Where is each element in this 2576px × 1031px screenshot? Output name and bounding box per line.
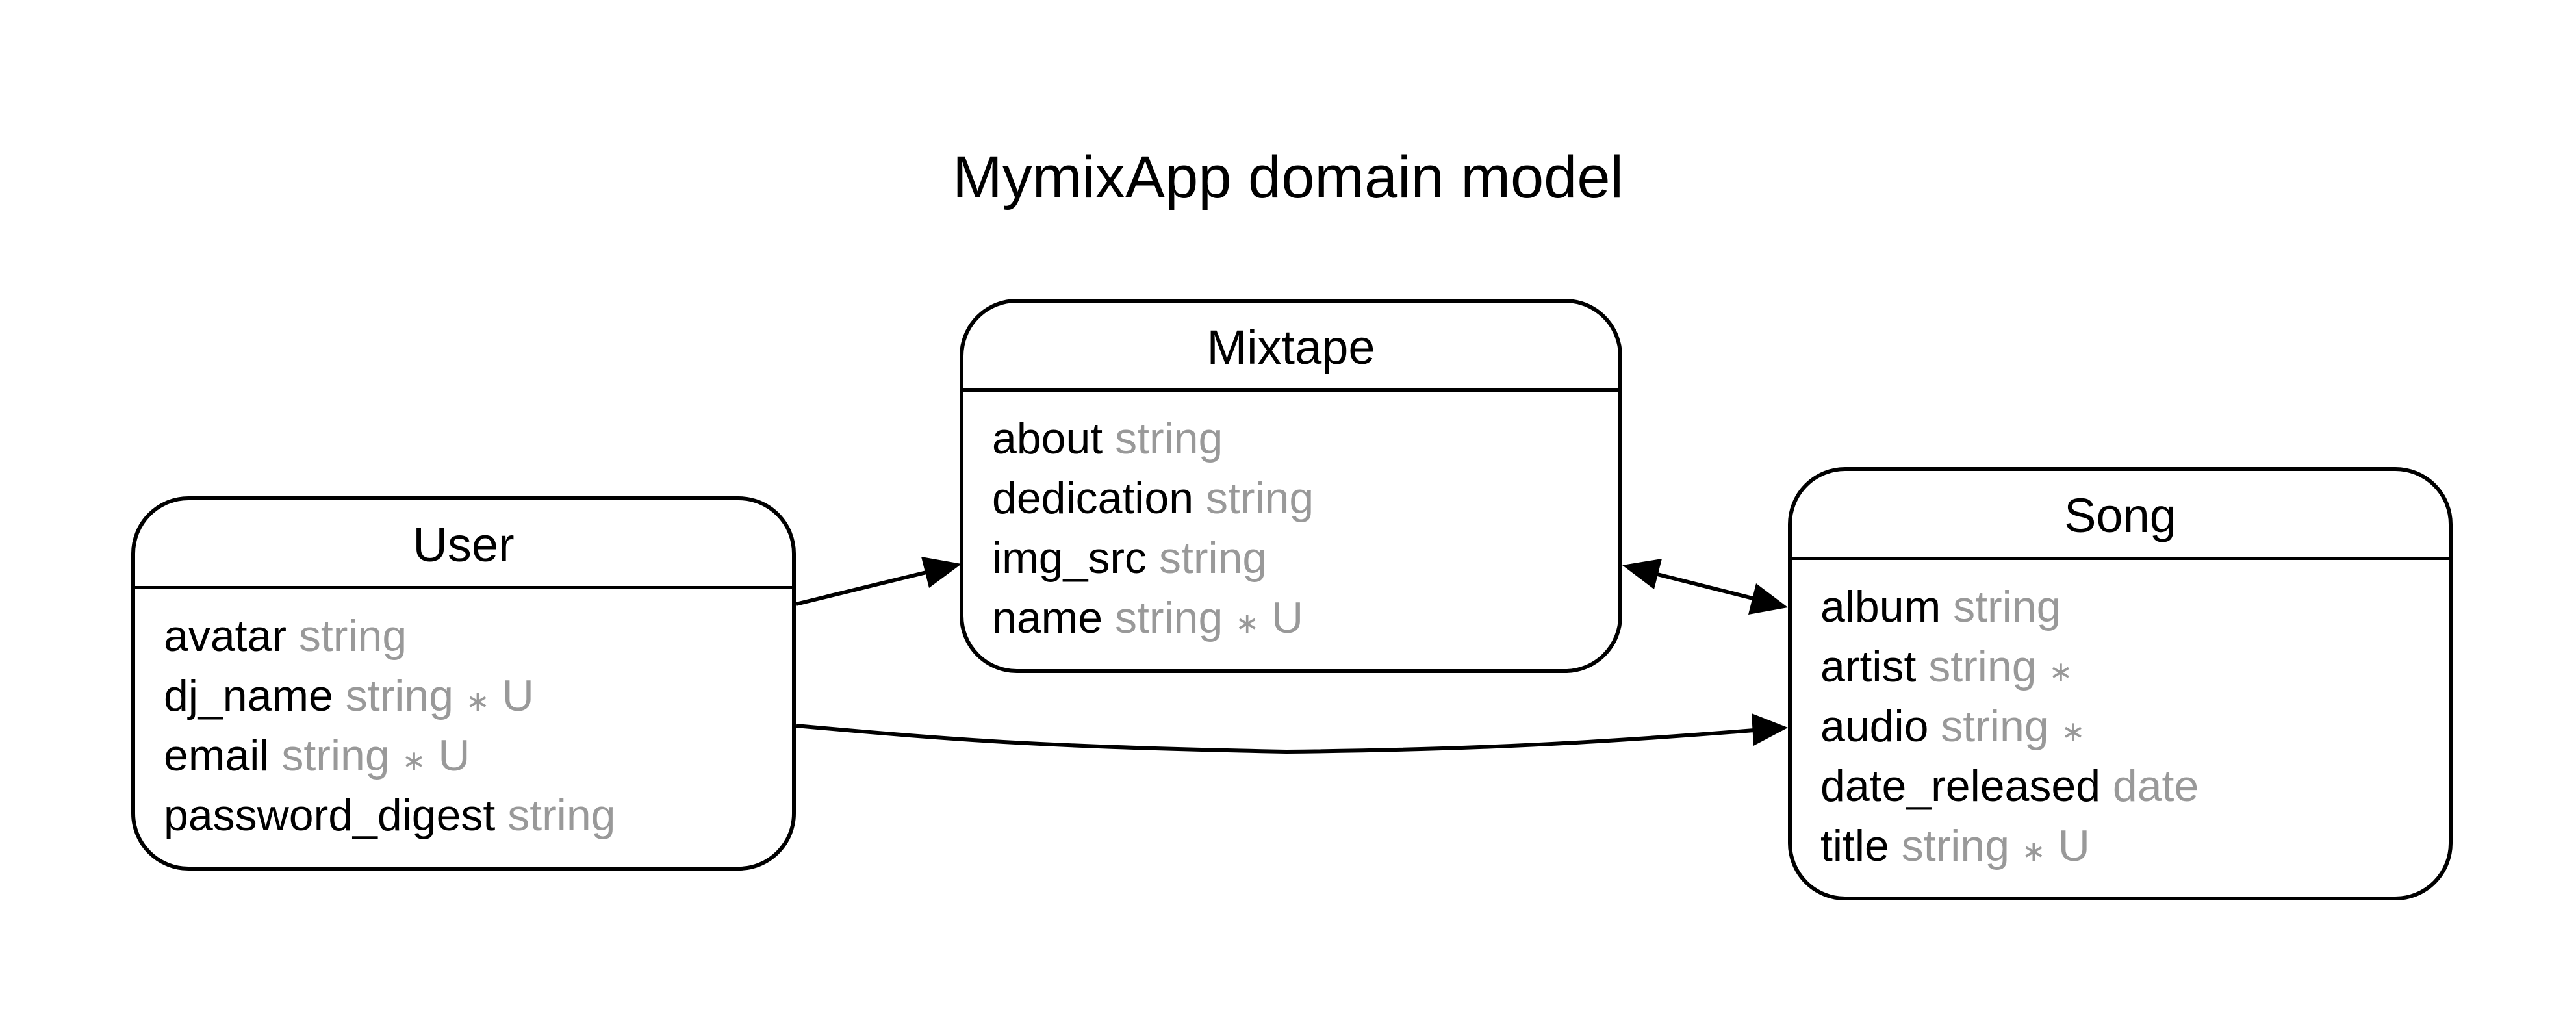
required-marker: ∗: [465, 685, 490, 717]
attribute-type: string: [298, 611, 407, 661]
attribute-row: password_digest string: [164, 785, 792, 845]
required-marker: ∗: [2048, 656, 2073, 688]
relationship-user-mixtape: [795, 570, 930, 606]
attribute-type: string: [1901, 821, 2010, 871]
diagram-title: MymixApp domain model: [952, 144, 1624, 210]
unique-marker: U: [1271, 593, 1304, 643]
attribute-type: string: [281, 731, 390, 780]
attribute-type: string: [1941, 702, 2049, 751]
attribute-name: email: [164, 731, 270, 780]
attribute-row: img_src string: [992, 528, 1618, 588]
entity-attributes: album string artist string ∗ audio strin…: [1792, 560, 2449, 876]
attribute-row: title string ∗ U: [1820, 816, 2449, 876]
required-marker: ∗: [2021, 835, 2046, 867]
attribute-row: dj_name string ∗ U: [164, 666, 792, 726]
entity-user: User avatar string dj_name string ∗ U em…: [131, 496, 796, 871]
attribute-name: img_src: [992, 533, 1147, 583]
entity-header: Song: [1792, 471, 2449, 560]
arrowhead-song-side: [1748, 583, 1788, 615]
entity-song: Song album string artist string ∗ audio …: [1788, 467, 2453, 900]
entity-attributes: about string dedication string img_src s…: [963, 392, 1618, 648]
attribute-row: email string ∗ U: [164, 726, 792, 785]
attribute-name: about: [992, 414, 1103, 463]
attribute-type: date: [2112, 761, 2199, 811]
entity-mixtape: Mixtape about string dedication string i…: [960, 299, 1622, 673]
required-marker: ∗: [402, 745, 426, 777]
entity-header: User: [135, 500, 792, 589]
relationship-mixtape-song: [1654, 572, 1756, 601]
attribute-type: string: [1158, 533, 1268, 583]
required-marker: ∗: [1235, 607, 1260, 639]
arrowhead-mixtape-side: [1622, 559, 1662, 589]
attribute-name: name: [992, 593, 1103, 643]
attribute-type: string: [1928, 642, 2037, 691]
arrowhead-song: [1752, 713, 1788, 746]
attribute-type: string: [1115, 593, 1223, 643]
entity-name: Song: [2064, 489, 2176, 542]
attribute-name: album: [1820, 582, 1941, 631]
relationship-user-song: [795, 724, 1755, 754]
required-marker: ∗: [2061, 716, 2085, 748]
attribute-row: date_released date: [1820, 756, 2449, 816]
arrowhead-mixtape: [921, 557, 962, 588]
entity-name: Mixtape: [1206, 320, 1375, 374]
attribute-row: audio string ∗: [1820, 696, 2449, 756]
attribute-row: name string ∗ U: [992, 588, 1618, 648]
attribute-row: artist string ∗: [1820, 637, 2449, 696]
attribute-type: string: [507, 791, 616, 840]
attribute-name: dedication: [992, 474, 1194, 523]
attribute-row: avatar string: [164, 606, 792, 666]
attribute-type: string: [1115, 414, 1223, 463]
attribute-row: about string: [992, 409, 1618, 468]
attribute-type: string: [1953, 582, 2061, 631]
attribute-type: string: [345, 671, 454, 720]
attribute-name: avatar: [164, 611, 287, 661]
attribute-name: audio: [1820, 702, 1929, 751]
attribute-row: album string: [1820, 577, 2449, 637]
attribute-name: dj_name: [164, 671, 333, 720]
unique-marker: U: [2058, 821, 2090, 871]
entity-name: User: [413, 518, 515, 572]
attribute-type: string: [1205, 474, 1314, 523]
entity-attributes: avatar string dj_name string ∗ U email s…: [135, 589, 792, 845]
attribute-name: date_released: [1820, 761, 2101, 811]
attribute-name: artist: [1820, 642, 1917, 691]
attribute-row: dedication string: [992, 468, 1618, 528]
unique-marker: U: [502, 671, 534, 720]
attribute-name: password_digest: [164, 791, 496, 840]
entity-header: Mixtape: [963, 303, 1618, 392]
attribute-name: title: [1820, 821, 1889, 871]
unique-marker: U: [438, 731, 470, 780]
